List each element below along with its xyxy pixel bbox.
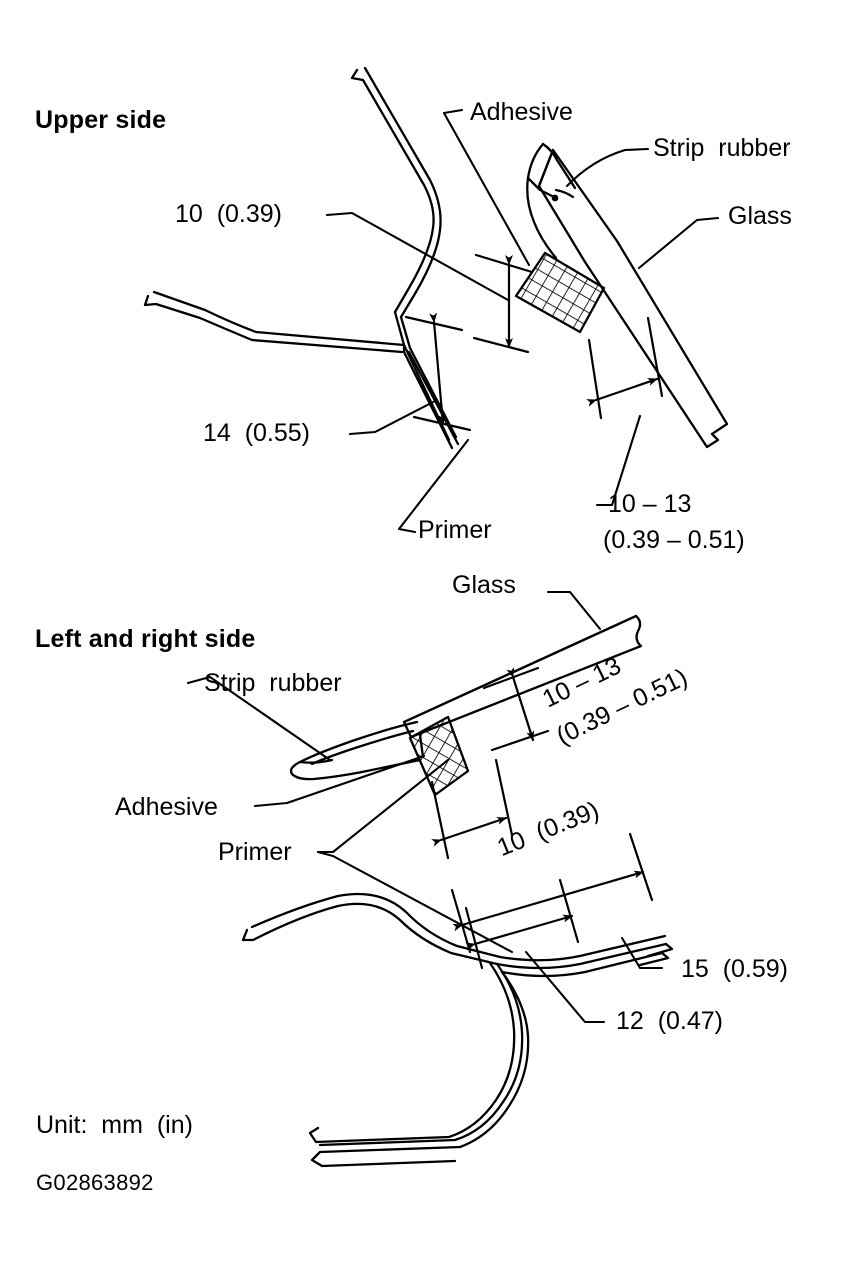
lower-callout-primer: Primer: [218, 838, 292, 866]
lower-dim-12-047: [464, 878, 580, 970]
upper-strip-rubber: [526, 142, 577, 260]
lower-dim-label-15-059: 15 (0.59): [681, 955, 789, 983]
figure-id: G02863892: [36, 1170, 154, 1195]
lower-dim-10-13: [482, 666, 550, 752]
unit-note: Unit: mm (in): [36, 1111, 193, 1139]
lower-dim-10-039: [430, 758, 514, 860]
upper-adhesive-bead: [514, 251, 606, 334]
lower-body-panel-upper-arm: [241, 892, 502, 966]
upper-dim-10-039: [472, 253, 534, 354]
upper-glass-panel: [537, 148, 729, 449]
upper-dim-label-14-055: 14 (0.55): [203, 419, 311, 447]
lower-callout-adhesive: Adhesive: [115, 793, 218, 821]
upper-body-panel-left-arm: [143, 290, 406, 354]
upper-body-panel-flange: [393, 310, 460, 450]
lower-dim-15-059: [450, 832, 654, 954]
lower-leader-lines: [186, 590, 664, 1024]
lower-section-heading: Left and right side: [35, 625, 256, 653]
upper-dim-14-055: [404, 312, 472, 432]
lower-callout-strip-rubber: Strip rubber: [204, 669, 342, 697]
upper-diagram-group: [143, 66, 729, 534]
lower-body-panel-lower-leg: [308, 961, 530, 1168]
upper-dim-label-10-13-inch: (0.39 – 0.51): [603, 526, 745, 554]
upper-dim-label-10-039: 10 (0.39): [175, 200, 283, 228]
upper-callout-adhesive: Adhesive: [470, 98, 573, 126]
upper-callout-strip-rubber: Strip rubber: [653, 134, 791, 162]
upper-dim-label-10-13: 10 – 13: [608, 490, 692, 518]
upper-body-panel-top-arm: [350, 66, 442, 319]
upper-dim-10-13: [586, 316, 664, 420]
upper-section-heading: Upper side: [35, 106, 167, 134]
upper-callout-primer: Primer: [418, 516, 492, 544]
upper-callout-glass: Glass: [728, 202, 792, 230]
upper-leader-lines: [325, 108, 720, 534]
lower-diagram-group: [186, 590, 674, 1168]
lower-body-panel-flange: [495, 934, 674, 978]
lower-callout-glass: Glass: [452, 571, 516, 599]
lower-strip-rubber: [289, 720, 425, 781]
lower-dim-label-12-047: 12 (0.47): [616, 1007, 724, 1035]
